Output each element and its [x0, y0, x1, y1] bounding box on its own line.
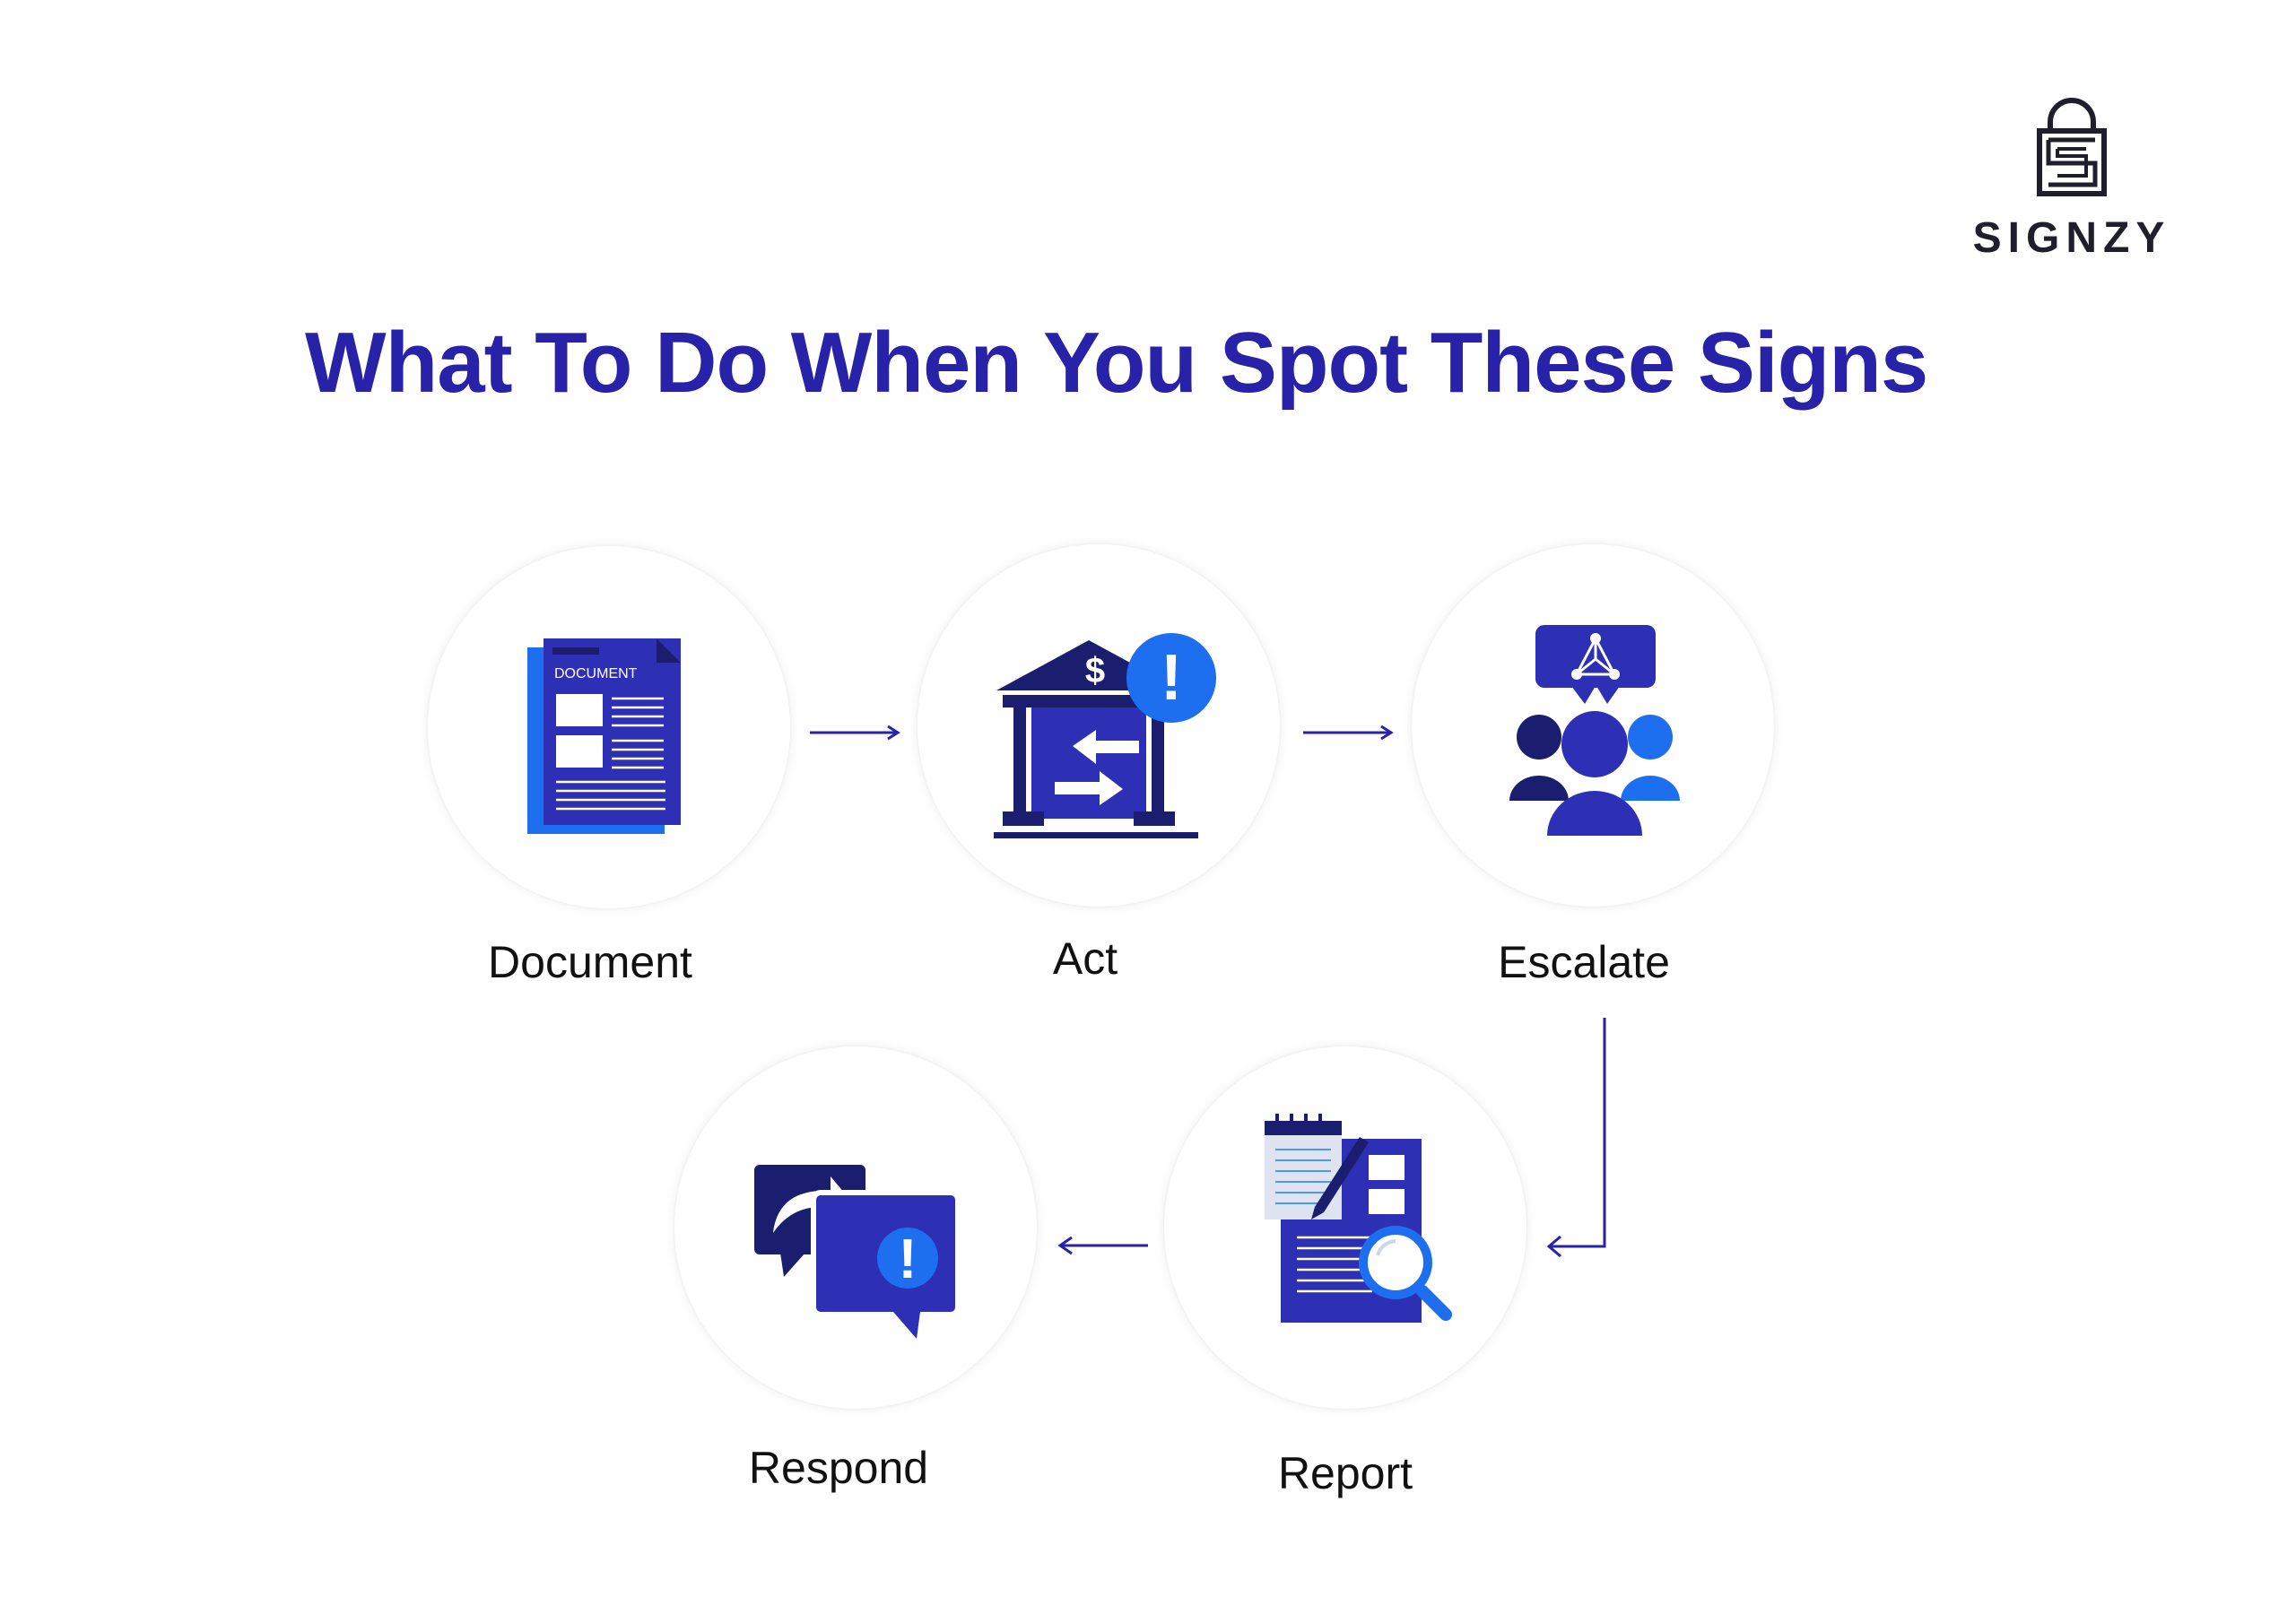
arrow-document-to-act: [810, 725, 900, 741]
padlock-logo-icon: [2037, 98, 2107, 196]
arrow-escalate-to-report: [1546, 1018, 1606, 1258]
step-label-escalate: Escalate: [1498, 937, 1670, 987]
currency-symbol: $: [1085, 651, 1105, 690]
team-escalate-icon: [1509, 625, 1680, 836]
step-label-report: Report: [1277, 1448, 1413, 1498]
signzy-logo: [1937, 90, 2206, 269]
respond-chat-icon: !: [754, 1165, 961, 1339]
brand-name: SIGNZY: [1972, 214, 2171, 262]
arrow-report-to-respond: [1057, 1236, 1148, 1255]
step-label-respond: Respond: [748, 1443, 929, 1493]
arrow-act-to-escalate: [1303, 725, 1394, 741]
step-label-document: Document: [488, 937, 692, 987]
document-tag: DOCUMENT: [554, 666, 638, 681]
alert-mark: !: [899, 1228, 918, 1290]
report-search-icon: [1265, 1114, 1452, 1323]
alert-mark: !: [1161, 642, 1182, 714]
page-title: What To Do When You Spot These Signs: [305, 315, 1928, 411]
document-icon: DOCUMENT: [527, 638, 681, 834]
bank-alert-icon: $ !: [994, 633, 1216, 838]
step-label-act: Act: [1052, 933, 1118, 984]
